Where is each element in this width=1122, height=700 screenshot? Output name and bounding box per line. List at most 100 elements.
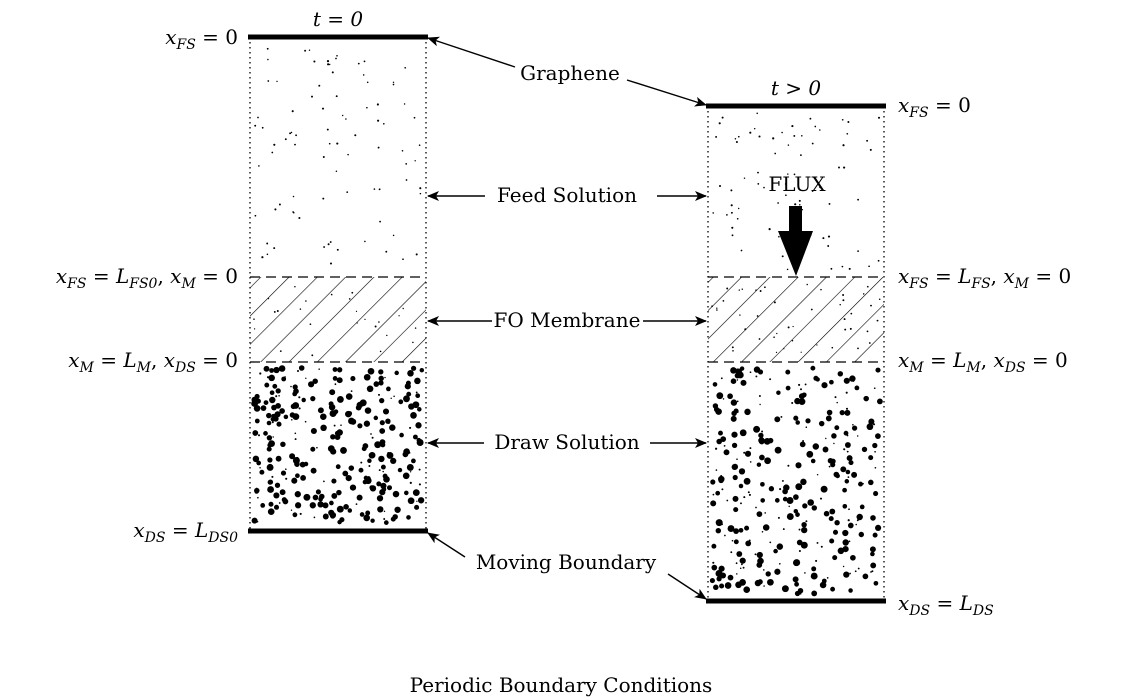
draw-particle [711,564,718,571]
draw-particle [368,452,375,459]
draw-particle [333,409,339,414]
draw-particle [769,378,772,381]
draw-particle [291,477,298,484]
draw-particle [869,546,876,553]
draw-particle [290,385,292,388]
feed-particle [404,66,407,69]
membrane-particle [402,307,404,310]
draw-particle [406,463,414,471]
feed-particle [392,83,395,86]
draw-particle [795,420,800,425]
feed-particle [405,179,408,181]
draw-particle [301,397,306,403]
draw-particle [355,503,358,505]
feed-particle [757,171,759,174]
draw-particle [337,367,343,373]
draw-particle [374,441,382,449]
draw-particle [417,497,425,504]
draw-particle [363,373,371,381]
draw-particle [736,551,743,557]
draw-particle [379,420,385,426]
draw-particle [747,491,750,494]
draw-particle [721,523,723,526]
draw-particle [397,467,403,473]
feed-particle [373,188,376,190]
feed-particle [354,134,357,137]
draw-particle [795,483,803,491]
draw-particle [735,562,738,565]
draw-particle [876,398,883,405]
draw-particle [393,395,395,398]
draw-particle [850,554,856,561]
draw-particle [848,460,854,466]
draw-particle [851,471,858,478]
membrane-particle [744,328,747,331]
draw-particle [859,504,865,510]
draw-particle [736,379,739,381]
draw-particle [363,420,371,427]
feed-particle [379,220,381,223]
draw-particle [378,469,381,472]
draw-particle [275,388,281,394]
draw-particle [390,516,396,522]
feed-particle [758,135,761,138]
draw-particle [291,419,293,421]
draw-particle [830,586,836,592]
draw-particle [831,433,837,439]
draw-particle [281,376,287,382]
draw-particle [758,432,764,439]
feed-particle [857,250,859,252]
draw-particle [736,573,738,575]
draw-particle [801,392,807,398]
draw-particle [415,422,422,429]
feed-particle [292,195,295,198]
draw-particle [383,475,390,483]
draw-particle [328,401,334,407]
membrane-particle [739,314,741,316]
draw-particle [263,365,270,372]
draw-particle [259,466,261,469]
draw-particle [822,446,829,453]
draw-particle [320,413,327,420]
draw-particle [736,368,739,371]
draw-particle [365,478,368,481]
feed-particle [274,208,277,211]
feed-particle [378,188,381,191]
draw-particle [871,570,874,573]
membrane-particle [870,304,872,307]
left-draw-dots [251,365,425,525]
draw-particle [760,481,765,487]
draw-particle [275,395,278,398]
draw-particle [826,577,829,579]
feed-particle [291,110,294,113]
draw-particle [316,446,318,449]
draw-particle [323,480,325,483]
draw-particle [793,559,801,567]
draw-particle [267,486,274,493]
draw-particle [748,539,751,542]
draw-particle [748,493,751,496]
draw-particle [718,477,724,484]
draw-particle [794,581,799,587]
feed-particle [335,57,337,60]
membrane-particle [876,319,879,322]
draw-particle [806,450,814,458]
draw-particle [723,449,730,456]
draw-particle [318,368,320,370]
draw-particle [319,493,325,500]
draw-particle [379,428,386,434]
draw-particle [715,527,722,534]
draw-particle [800,478,807,486]
fo-membrane-label: FO Membrane [494,308,641,332]
feed-particle [801,135,803,137]
draw-particle [758,438,765,445]
draw-particle [821,578,827,584]
draw-particle [336,395,344,403]
draw-particle [409,471,412,473]
draw-particle [733,507,739,513]
draw-particle [842,487,847,493]
moving-boundary-callout: Moving Boundary [427,532,707,600]
draw-particle [779,488,782,491]
draw-particle [416,437,422,443]
right-draw-dots [709,365,883,597]
